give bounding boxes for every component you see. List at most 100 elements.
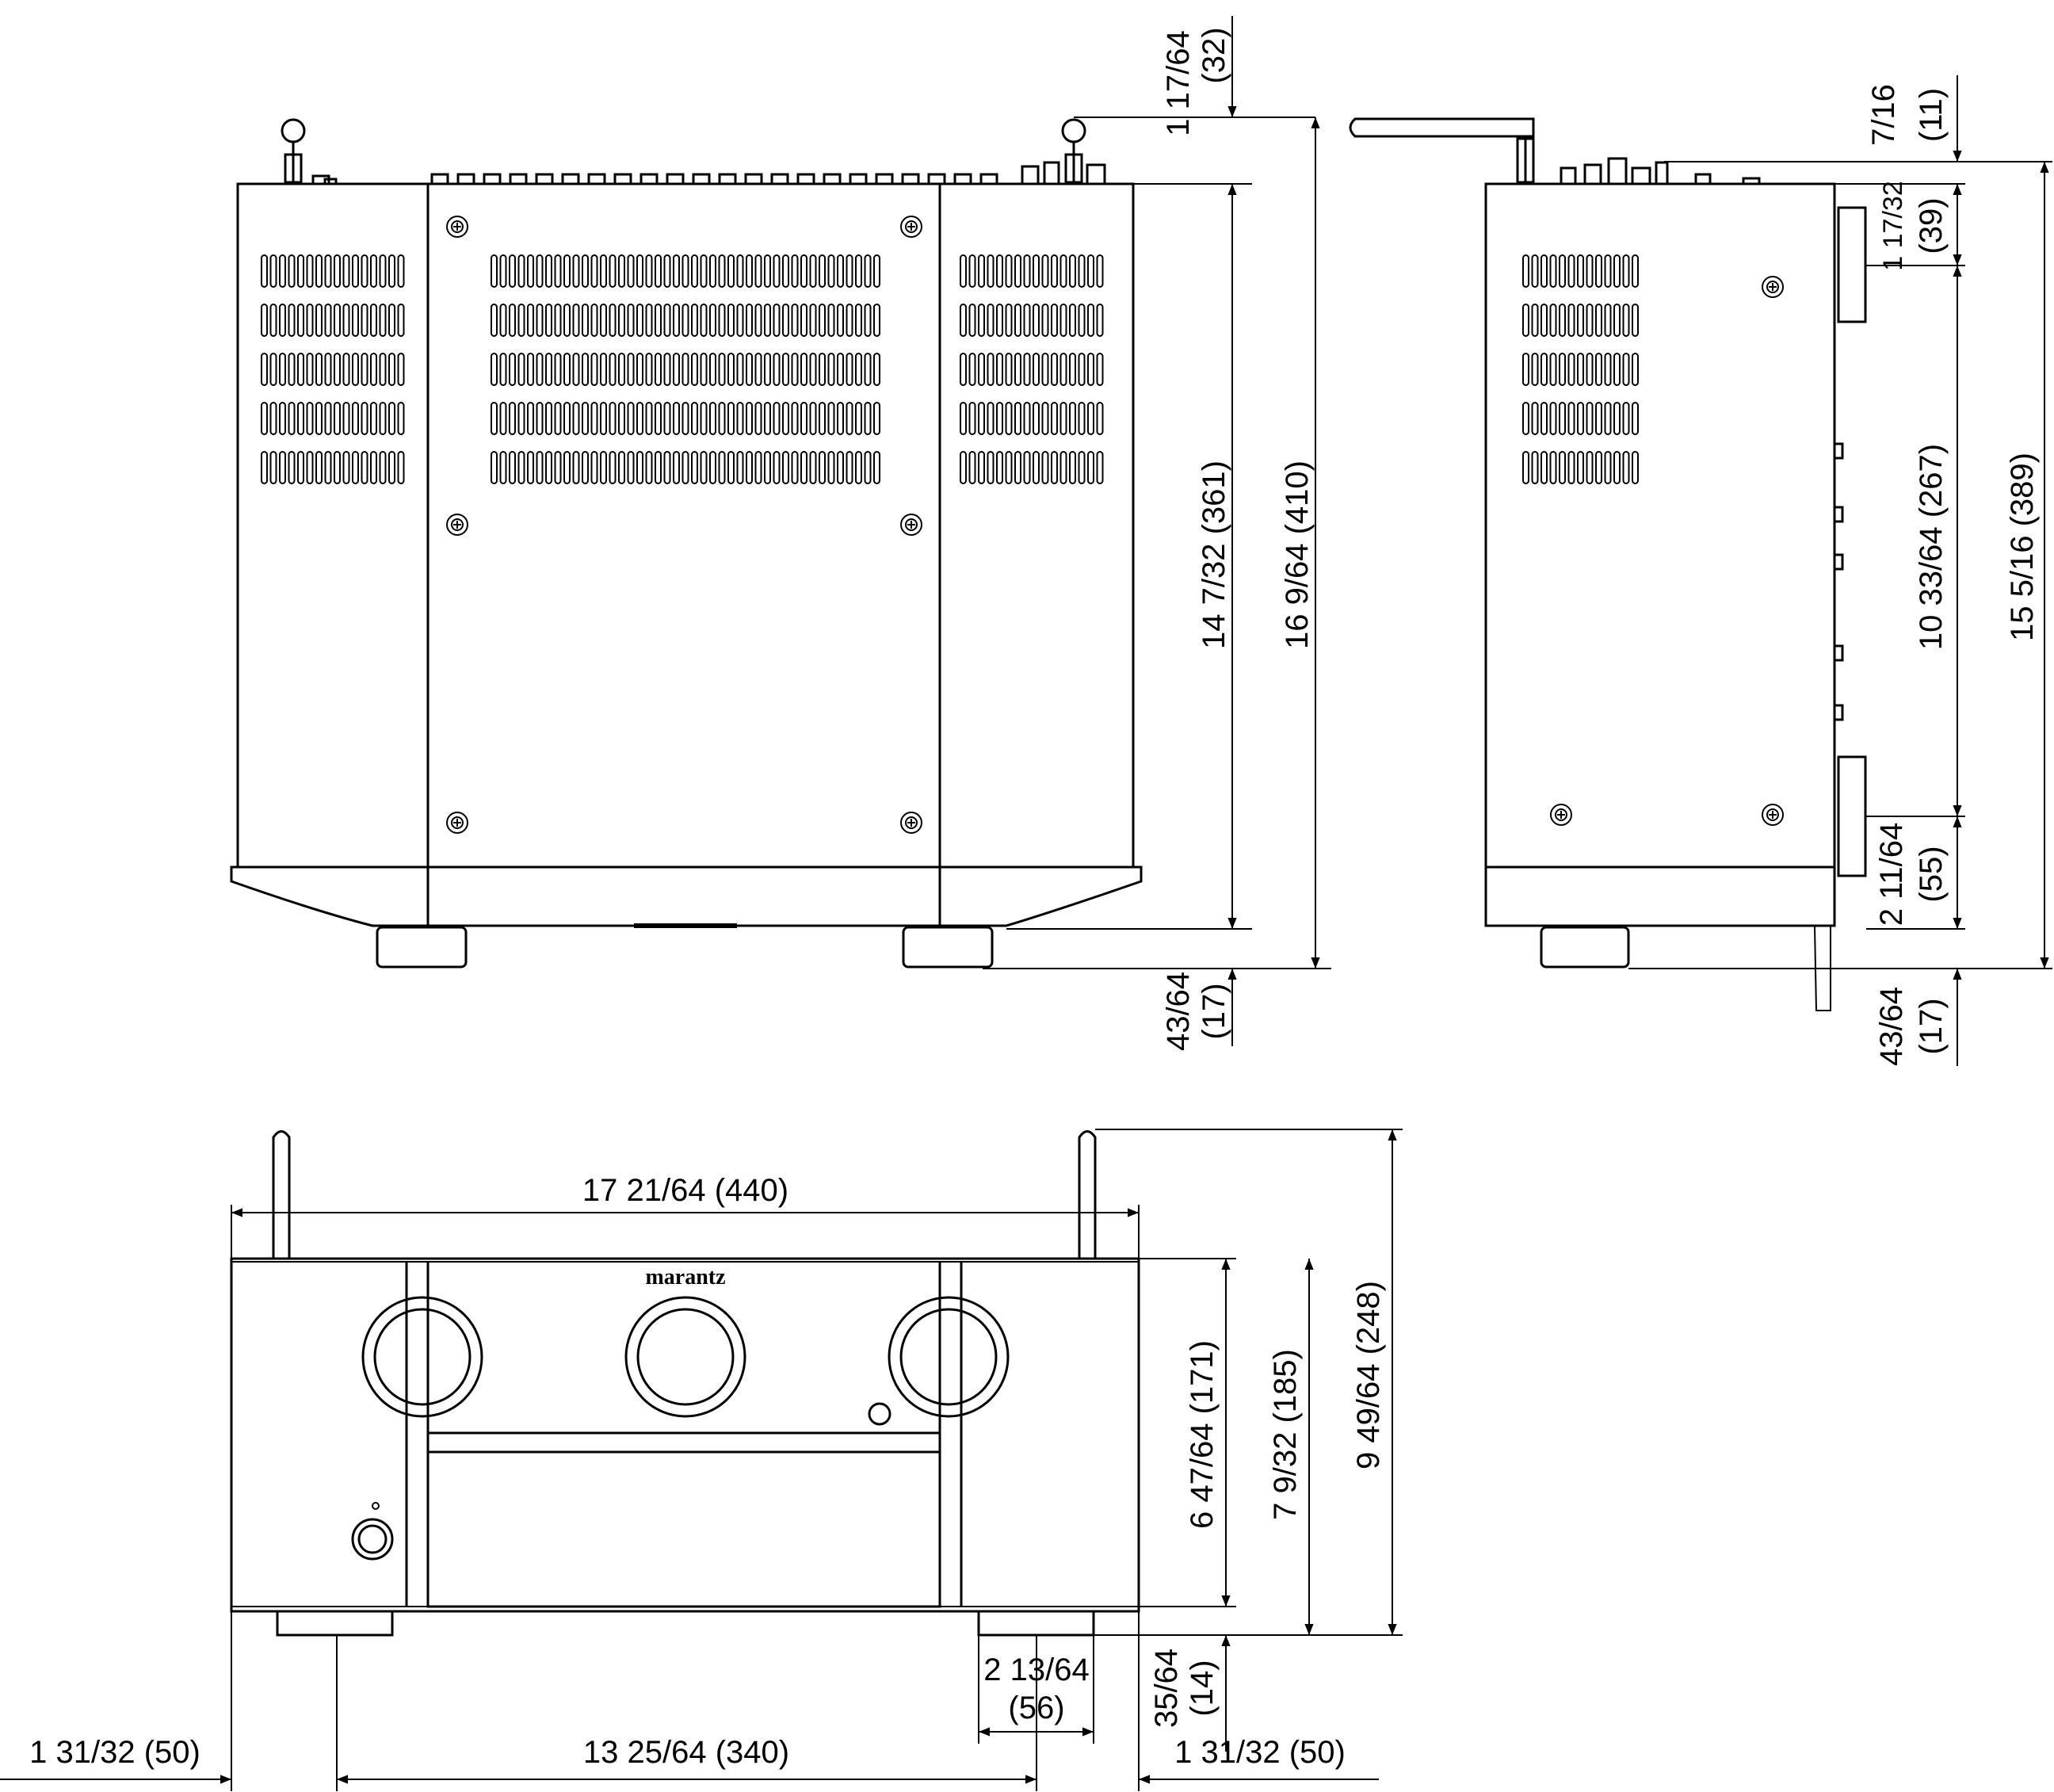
vent-slot (673, 353, 680, 386)
vent-slot (727, 402, 735, 435)
vent-slot (536, 402, 544, 435)
rear-terminal (875, 173, 894, 185)
top-foot-dim-1: 43/64 (1161, 972, 1196, 1051)
vent-slot (846, 304, 853, 337)
vent-slot (600, 304, 607, 337)
vent-slot (1613, 402, 1621, 435)
vent-slot (673, 254, 680, 288)
vent-slot (288, 254, 296, 288)
vent-slot (773, 304, 781, 337)
vent-slot (1613, 304, 1621, 337)
vent-slot (1033, 451, 1040, 484)
vent-slot (1604, 254, 1612, 288)
vent-slot (1522, 353, 1529, 386)
vent-slot (727, 451, 735, 484)
vent-slot (987, 254, 995, 288)
vent-slot (846, 254, 853, 288)
front-right-offset-dim: 1 31/32 (50) (1174, 1735, 1346, 1770)
vent-slot (627, 353, 635, 386)
vent-slot (800, 402, 807, 435)
screw-icon (1762, 276, 1784, 298)
vent-slot (636, 402, 643, 435)
vent-slot (645, 451, 653, 484)
vent-slot (517, 402, 525, 435)
vent-slot (709, 304, 716, 337)
vent-slot (1595, 451, 1602, 484)
top-view (230, 118, 1143, 969)
rear-terminal (692, 173, 711, 185)
vent-slot (509, 304, 516, 337)
top-total-depth-dim: 16 9/64 (410) (1280, 460, 1315, 649)
vent-slot (655, 402, 662, 435)
vent-slot (590, 451, 598, 484)
vent-slot (324, 451, 332, 484)
vent-slot (491, 451, 498, 484)
vent-slot (1586, 254, 1594, 288)
vent-slot (1041, 304, 1049, 337)
vent-slot (746, 304, 753, 337)
vent-slot (527, 451, 534, 484)
vent-slot (746, 451, 753, 484)
vent-slot (517, 353, 525, 386)
vent-slot (609, 304, 617, 337)
vent-slot (618, 254, 625, 288)
vent-slot (379, 254, 387, 288)
vent-slot (1567, 353, 1575, 386)
vent-slot (864, 254, 872, 288)
screw-icon (446, 812, 468, 834)
top-antenna-dim-2: (32) (1197, 27, 1231, 83)
rear-terminal (587, 173, 606, 185)
rear-terminal (953, 173, 972, 185)
vent-slot (288, 353, 296, 386)
vent-slot (727, 304, 735, 337)
vent-slot (846, 353, 853, 386)
vent-slot (837, 353, 844, 386)
vent-slot (791, 402, 799, 435)
vent-slot (645, 254, 653, 288)
vent-slot (1622, 353, 1630, 386)
vent-slot (691, 353, 698, 386)
vent-slot (1087, 353, 1094, 386)
vent-slot (819, 402, 826, 435)
vent-slot (718, 402, 726, 435)
vent-slot (509, 402, 516, 435)
vent-slot (1540, 254, 1548, 288)
vent-slot (499, 304, 507, 337)
left-knob (361, 1296, 483, 1418)
top-foot-dim-2: (17) (1197, 983, 1231, 1039)
vent-slot (754, 304, 762, 337)
vent-slot (491, 402, 498, 435)
vent-slot (297, 353, 304, 386)
vent-slot (315, 402, 323, 435)
vent-slot (361, 304, 368, 337)
screw-icon (900, 514, 922, 536)
vent-slot (297, 451, 304, 484)
vent-slot (855, 304, 862, 337)
vent-slot (324, 304, 332, 337)
vent-slot (572, 254, 580, 288)
vent-slot (600, 402, 607, 435)
vent-slot (1051, 353, 1058, 386)
side-total-dim: 15 5/16 (389) (2005, 453, 2040, 641)
front-left-offset-dim: 1 31/32 (50) (29, 1735, 200, 1770)
vent-slot (1595, 254, 1602, 288)
vent-slot (627, 254, 635, 288)
vent-slot (536, 451, 544, 484)
vent-slot (1522, 254, 1529, 288)
vent-slot (827, 254, 835, 288)
vent-slot (618, 353, 625, 386)
vent-slot (370, 353, 377, 386)
vent-slot (1540, 402, 1548, 435)
vent-slot (1069, 451, 1076, 484)
vent-slot (960, 304, 967, 337)
vent-slot (819, 304, 826, 337)
vent-slot (800, 451, 807, 484)
vent-slot (1023, 402, 1031, 435)
vent-slot (352, 254, 359, 288)
rear-terminal (927, 173, 946, 185)
vent-slot (645, 304, 653, 337)
vent-slot (1577, 402, 1584, 435)
vent-slot (499, 254, 507, 288)
rear-terminal (718, 173, 737, 185)
vent-slot (754, 402, 762, 435)
